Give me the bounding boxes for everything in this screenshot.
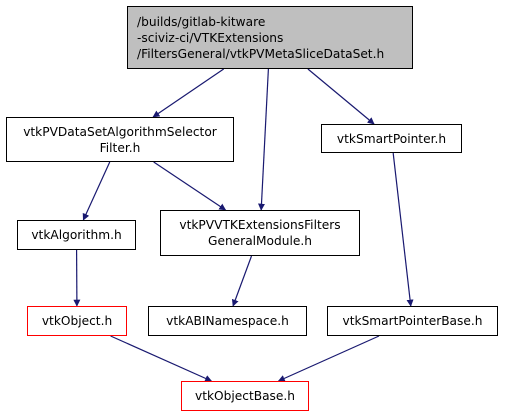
filters-general-module-line-2: GeneralModule.h (208, 234, 312, 248)
edge-module-to-abi (231, 255, 253, 307)
abi-namespace-label: vtkABINamespace.h (166, 314, 289, 328)
smart-pointer-base-node[interactable]: vtkSmartPointerBase.h (327, 306, 498, 336)
abi-namespace-node[interactable]: vtkABINamespace.h (148, 306, 307, 336)
object-base-node: vtkObjectBase.h (181, 381, 309, 411)
root-header-line-3: /FiltersGeneral/vtkPVMetaSliceDataSet.h (137, 46, 385, 61)
edge-object-to-object-base (110, 335, 213, 382)
root-header-node: /builds/gitlab-kitware -sciviz-ci/VTKExt… (127, 6, 413, 69)
root-header-line-1: /builds/gitlab-kitware (137, 14, 266, 29)
root-header-line-2: -sciviz-ci/VTKExtensions (137, 30, 284, 45)
algorithm-node[interactable]: vtkAlgorithm.h (17, 220, 136, 250)
edge-root-to-module (258, 68, 269, 211)
algorithm-label: vtkAlgorithm.h (31, 228, 122, 242)
edge-selector-to-algorithm (82, 161, 111, 221)
filters-general-module-node[interactable]: vtkPVVTKExtensionsFilters GeneralModule.… (160, 210, 360, 256)
edge-root-to-smart-pointer (307, 68, 375, 125)
selector-filter-line-2: Filter.h (99, 140, 141, 155)
edge-root-to-selector (152, 68, 225, 118)
smart-pointer-label: vtkSmartPointer.h (336, 131, 447, 146)
edge-smart-pointer-base-to-object-base (277, 335, 380, 382)
edge-smart-pointer-to-smart-pointer-base (392, 152, 414, 307)
smart-pointer-base-label: vtkSmartPointerBase.h (342, 314, 483, 328)
selector-filter-line-1: vtkPVDataSetAlgorithmSelector (23, 124, 217, 139)
object-node: vtkObject.h (27, 306, 127, 336)
filters-general-module-line-1: vtkPVVTKExtensionsFilters (179, 218, 341, 232)
smart-pointer-node[interactable]: vtkSmartPointer.h (321, 124, 462, 153)
edge-selector-to-module (153, 161, 227, 211)
object-base-label: vtkObjectBase.h (194, 389, 296, 403)
selector-filter-node[interactable]: vtkPVDataSetAlgorithmSelector Filter.h (6, 117, 234, 162)
object-label: vtkObject.h (41, 314, 113, 328)
